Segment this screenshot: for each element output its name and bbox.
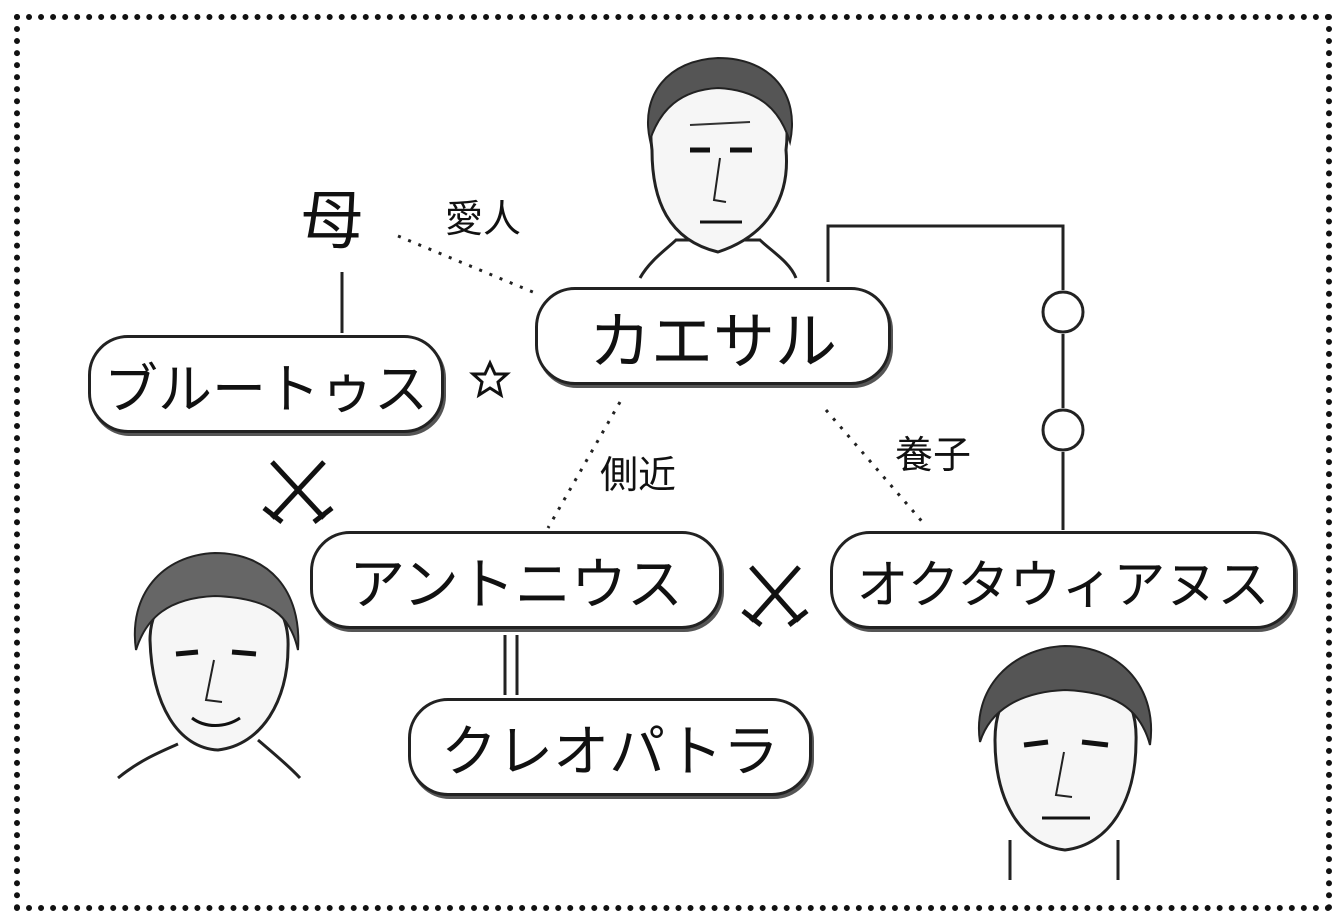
- octavianus-node: オクタウィアヌス: [830, 531, 1296, 629]
- brutus-node: ブルートゥス: [88, 335, 444, 433]
- kinship-circle-1: [1041, 290, 1085, 334]
- star-icon: [469, 359, 511, 399]
- adopted-label: 養子: [895, 433, 972, 477]
- aide-dotted-line: [546, 401, 622, 529]
- caesar-name: カエサル: [588, 305, 837, 378]
- caesar-node: カエサル: [535, 287, 891, 385]
- cleopatra-node: クレオパトラ: [408, 698, 812, 796]
- cleopatra-name: クレオパトラ: [441, 719, 779, 785]
- antonius-node: アントニウス: [310, 531, 722, 629]
- dotted-frame: [14, 14, 1332, 911]
- aide-label: 側近: [600, 453, 677, 497]
- antonius-name: アントニウス: [349, 552, 683, 618]
- antonius-portrait-icon: [117, 551, 302, 780]
- lover-label: 愛人: [445, 197, 522, 241]
- brutus-name: ブルートゥス: [104, 357, 428, 421]
- kinship-line: [826, 224, 1065, 290]
- caesar-portrait-icon: [638, 56, 798, 279]
- octavianus-name: オクタウィアヌス: [856, 555, 1270, 616]
- lover-dotted-line: [397, 234, 541, 297]
- mother-label: 母: [300, 185, 364, 259]
- kinship-circle-2: [1041, 408, 1085, 452]
- crossed-swords-icon: [262, 460, 334, 524]
- crossed-swords-icon: [741, 565, 809, 627]
- octavianus-portrait-icon: [977, 644, 1153, 880]
